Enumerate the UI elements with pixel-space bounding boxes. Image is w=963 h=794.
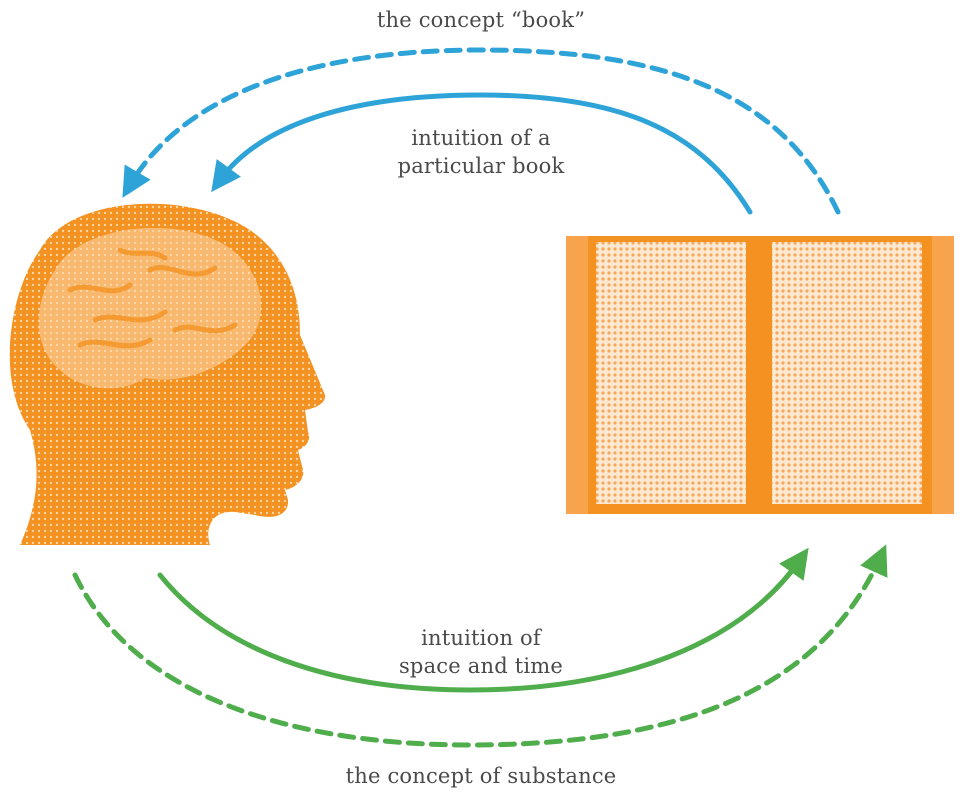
label-intuition-particular-line2: particular book <box>397 154 565 178</box>
label-intuition-particular-book: intuition of a particular book <box>331 124 631 180</box>
label-concept-substance: the concept of substance <box>281 762 681 790</box>
label-concept-book-text: the concept “book” <box>376 8 586 32</box>
label-intuition-space-time: intuition of space and time <box>331 624 631 680</box>
label-concept-book: the concept “book” <box>331 6 631 34</box>
intuition-space-time-arrow <box>157 547 809 693</box>
label-intuition-particular-line1: intuition of a <box>411 126 551 150</box>
open-book-icon <box>566 236 954 514</box>
concept-book-arrow <box>122 47 841 215</box>
concept-substance-arrow <box>72 544 888 748</box>
label-concept-substance-text: the concept of substance <box>345 764 617 788</box>
intuition-book-arrow <box>211 92 753 215</box>
label-intuition-space-line2: space and time <box>398 654 564 678</box>
label-intuition-space-line1: intuition of <box>421 626 541 650</box>
head-icon <box>9 203 326 546</box>
